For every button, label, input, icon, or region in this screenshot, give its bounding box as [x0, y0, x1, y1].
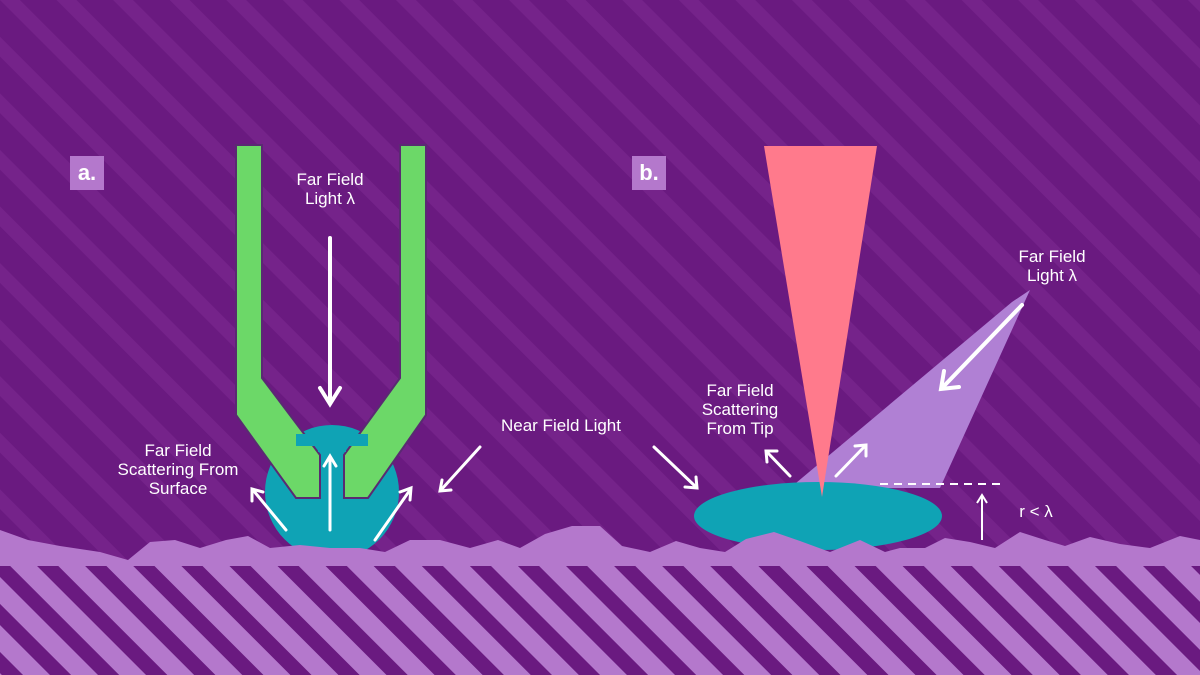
incident-light-beam-b — [790, 290, 1030, 488]
scattering-from-surface-label: Far Field Scattering From Surface — [100, 441, 256, 498]
scattering-from-tip-label: Far Field Scattering From Tip — [680, 381, 800, 438]
scattering-arrows-b — [764, 443, 868, 478]
incident-light-arrow-a — [318, 236, 342, 408]
scattering-arrows-a — [250, 453, 413, 542]
near-field-light-label: Near Field Light — [500, 416, 621, 435]
panel-a-badge: a. — [70, 156, 104, 190]
scattering-surface-line-3: Surface — [148, 479, 208, 498]
scattering-tip-line-3: From Tip — [706, 419, 774, 438]
distance-indicator — [880, 483, 1002, 540]
far-field-light-b-line-2: Light λ — [1026, 266, 1078, 285]
scattering-surface-line-1: Far Field — [144, 441, 212, 460]
far-field-light-a-line-1: Far Field — [296, 170, 364, 189]
scattering-surface-line-2: Scattering From — [117, 460, 239, 479]
far-field-light-label-a: Far Field Light λ — [270, 170, 390, 208]
aperture-probe-mouth — [296, 434, 368, 452]
scattering-tip-line-1: Far Field — [706, 381, 774, 400]
substrate — [0, 566, 1200, 675]
far-field-light-b-line-1: Far Field — [1018, 247, 1086, 266]
aperture-probe-left-arm — [235, 144, 321, 499]
near-field-ellipse-b — [694, 482, 942, 550]
surface-roughness — [0, 526, 1200, 566]
distance-label: r < λ — [1019, 502, 1053, 521]
aperture-probe-right-arm — [343, 144, 427, 499]
near-field-arrows — [438, 445, 699, 493]
afm-tip — [764, 146, 877, 497]
scattering-tip-line-2: Scattering — [701, 400, 779, 419]
panel-b-badge: b. — [632, 156, 666, 190]
incident-light-arrow-b — [938, 303, 1024, 392]
far-field-light-a-line-2: Light λ — [304, 189, 356, 208]
far-field-light-label-b: Far Field Light λ — [996, 247, 1108, 285]
